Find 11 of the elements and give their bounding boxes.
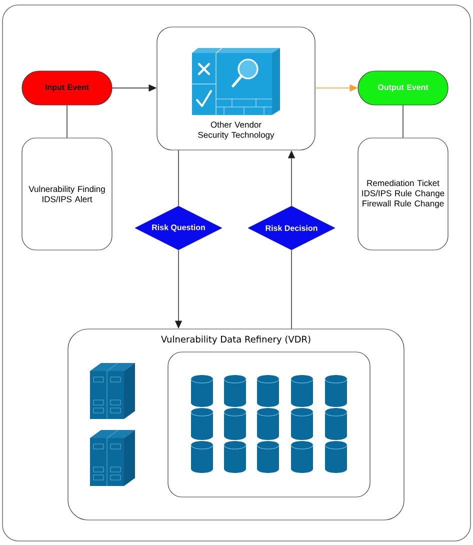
- end-terminal: Output Event: [358, 70, 448, 106]
- note-box: Vulnerability Finding IDS/IPS Alert: [22, 138, 112, 250]
- connector-line: [178, 150, 179, 206]
- container-box: Vulnerability Data Refinery (VDR): [68, 328, 404, 520]
- storage-panel: [168, 352, 370, 498]
- connector-line: [291, 250, 292, 330]
- start-terminal: Input Event: [22, 70, 112, 106]
- connector-line: [402, 104, 404, 138]
- note-box: Remediation Ticket IDS/IPS Rule Change Firewall Rule Change: [358, 138, 448, 250]
- process-box: Other Vendor Security Technology: [156, 26, 316, 150]
- connector-line: [66, 104, 68, 138]
